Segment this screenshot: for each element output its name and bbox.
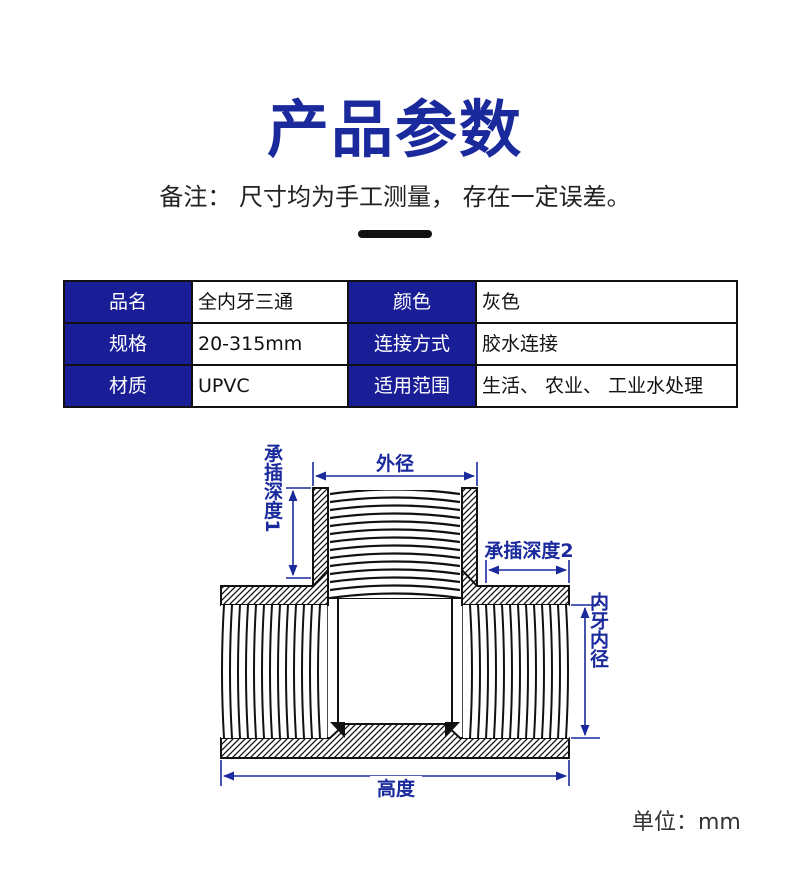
- label-height: 高度: [377, 777, 416, 800]
- pipe-walls: [220, 487, 570, 759]
- spec-key: 材质: [63, 364, 193, 408]
- page-title: 产品参数: [266, 93, 523, 166]
- inner-bore: [326, 597, 464, 738]
- tee-fitting-diagram: 外径 承插深度1 承插深度2 内牙内径 高度: [220, 443, 610, 800]
- label-inner-thread-diameter: 内牙内径: [587, 591, 609, 669]
- table-row: 规格 20-315mm 连接方式 胶水连接: [63, 322, 738, 366]
- left-thread: [221, 605, 327, 738]
- right-thread: [463, 605, 569, 738]
- spec-key: 品名: [63, 280, 193, 324]
- label-socket-depth-1: 承插深度1: [261, 443, 283, 533]
- label-outer-diameter: 外径: [376, 452, 414, 475]
- table-row: 品名 全内牙三通 颜色 灰色: [63, 280, 738, 324]
- spec-value: 全内牙三通: [191, 280, 349, 324]
- spec-key: 适用范围: [347, 364, 477, 408]
- unit-label: 单位：mm: [632, 810, 741, 835]
- label-socket-depth-2: 承插深度2: [484, 539, 573, 562]
- spec-value: 20-315mm: [191, 322, 349, 366]
- top-thread: [330, 490, 460, 598]
- spec-value: 胶水连接: [475, 322, 738, 366]
- spec-key: 规格: [63, 322, 193, 366]
- measurement-note: 备注： 尺寸均为手工测量， 存在一定误差。: [159, 183, 631, 211]
- spec-key: 连接方式: [347, 322, 477, 366]
- title-divider: [358, 230, 432, 238]
- spec-value: 灰色: [475, 280, 738, 324]
- spec-table: 品名 全内牙三通 颜色 灰色 规格 20-315mm 连接方式 胶水连接 材质 …: [63, 280, 738, 408]
- table-row: 材质 UPVC 适用范围 生活、 农业、 工业水处理: [63, 364, 738, 408]
- spec-value: 生活、 农业、 工业水处理: [475, 364, 738, 408]
- spec-key: 颜色: [347, 280, 477, 324]
- spec-value: UPVC: [191, 364, 349, 408]
